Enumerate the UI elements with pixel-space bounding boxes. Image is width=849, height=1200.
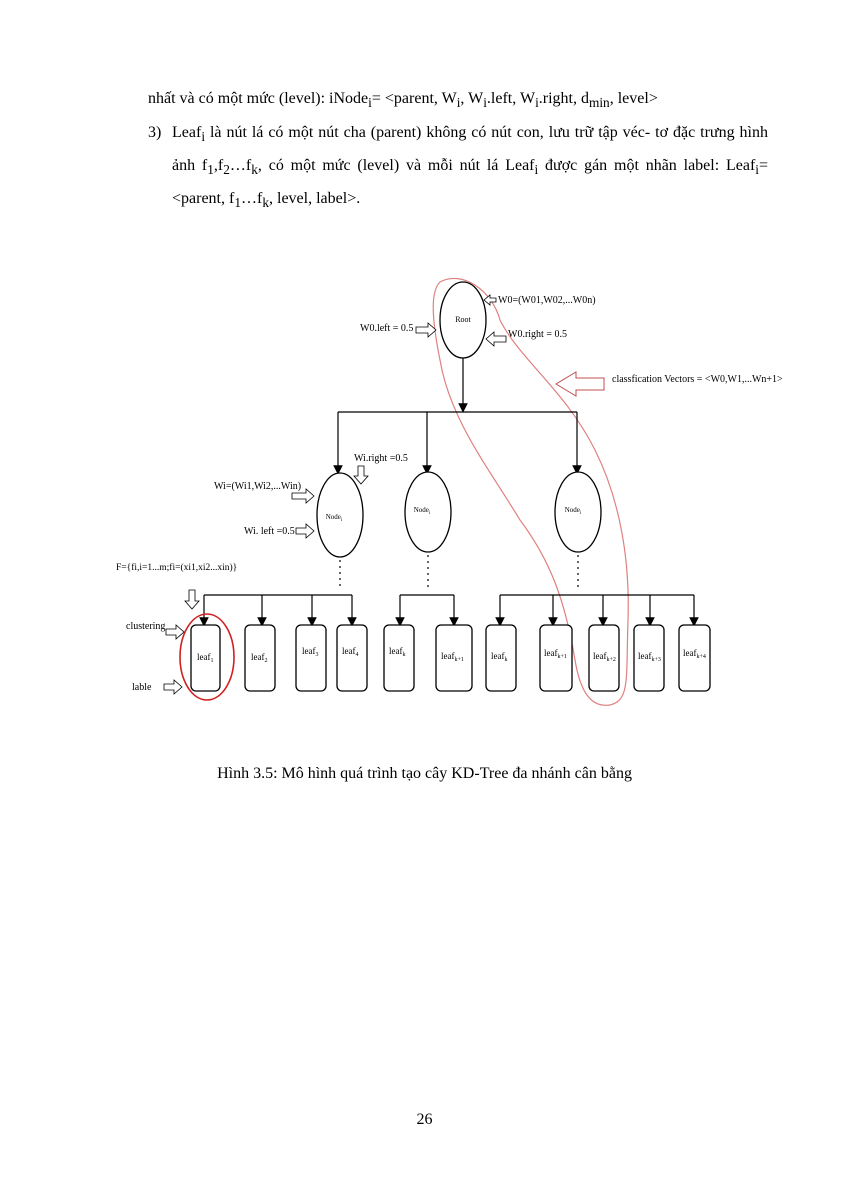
arrow-wi-right-icon [353,465,369,485]
leaf-1-label: leaf1 [197,652,214,664]
node-1 [316,472,364,558]
arrow-classification-icon [555,371,605,397]
root-label: Root [455,315,471,324]
classification-label: classfication Vectors = <W0,W1,...Wn+1> [612,374,783,385]
clustering-label: clustering [126,621,165,632]
paragraph-inode: nhất và có một mức (level): iNodei= <par… [148,90,658,111]
leaf-3-label: leaf3 [302,646,319,658]
list-item-text: Leafi là nút lá có một nút cha (parent) … [172,124,769,211]
arrow-lable-icon [163,679,183,695]
arrow-w0-right-icon [485,331,507,347]
node-3 [554,471,602,553]
arrow-w0-icon [483,294,497,306]
wi-left-label: Wi. left =0.5 [244,526,295,537]
highlight-path [432,277,629,706]
node-3-label: Nodei [565,506,582,516]
leaf-edges [199,595,699,627]
node-2 [404,471,452,553]
figure-caption: Hình 3.5: Mô hình quá trình tạo cây KD-T… [217,765,632,782]
wi-right-label: Wi.right =0.5 [354,453,408,464]
w0-vector-label: W0=(W01,W02,...W0n) [498,295,596,306]
list-number: 3) [148,124,162,141]
arrow-wi-left-icon [295,523,315,539]
node-1-label: Nodei [326,513,343,523]
arrow-clustering-icon [165,624,185,640]
arrow-wi-icon [291,488,315,504]
leaf-nodes [190,624,711,692]
w0-right-label: W0.right = 0.5 [508,329,567,340]
page-number: 26 [416,1111,433,1128]
list-item-leaf: 3) Leafi là nút lá có một nút cha (paren… [148,118,768,218]
node-2-label: Nodei [414,506,431,516]
leaf1-highlight [179,613,235,701]
arrow-f-icon [184,589,200,610]
leaf-k-b-label: leafk [491,651,508,663]
f-set-label: F={fi,i=1...m;fi=(xi1,xi2...xin)} [116,562,237,573]
wi-vector-label: Wi=(Wi1,Wi2,...Win) [214,481,301,492]
arrow-w0-left-icon [415,322,437,338]
leaf-4-label: leaf4 [342,646,359,658]
leaf-2-label: leaf2 [251,652,268,664]
leaf-k-label: leafk [389,646,406,658]
w0-left-label: W0.left = 0.5 [360,323,413,334]
lable-label: lable [132,682,152,693]
